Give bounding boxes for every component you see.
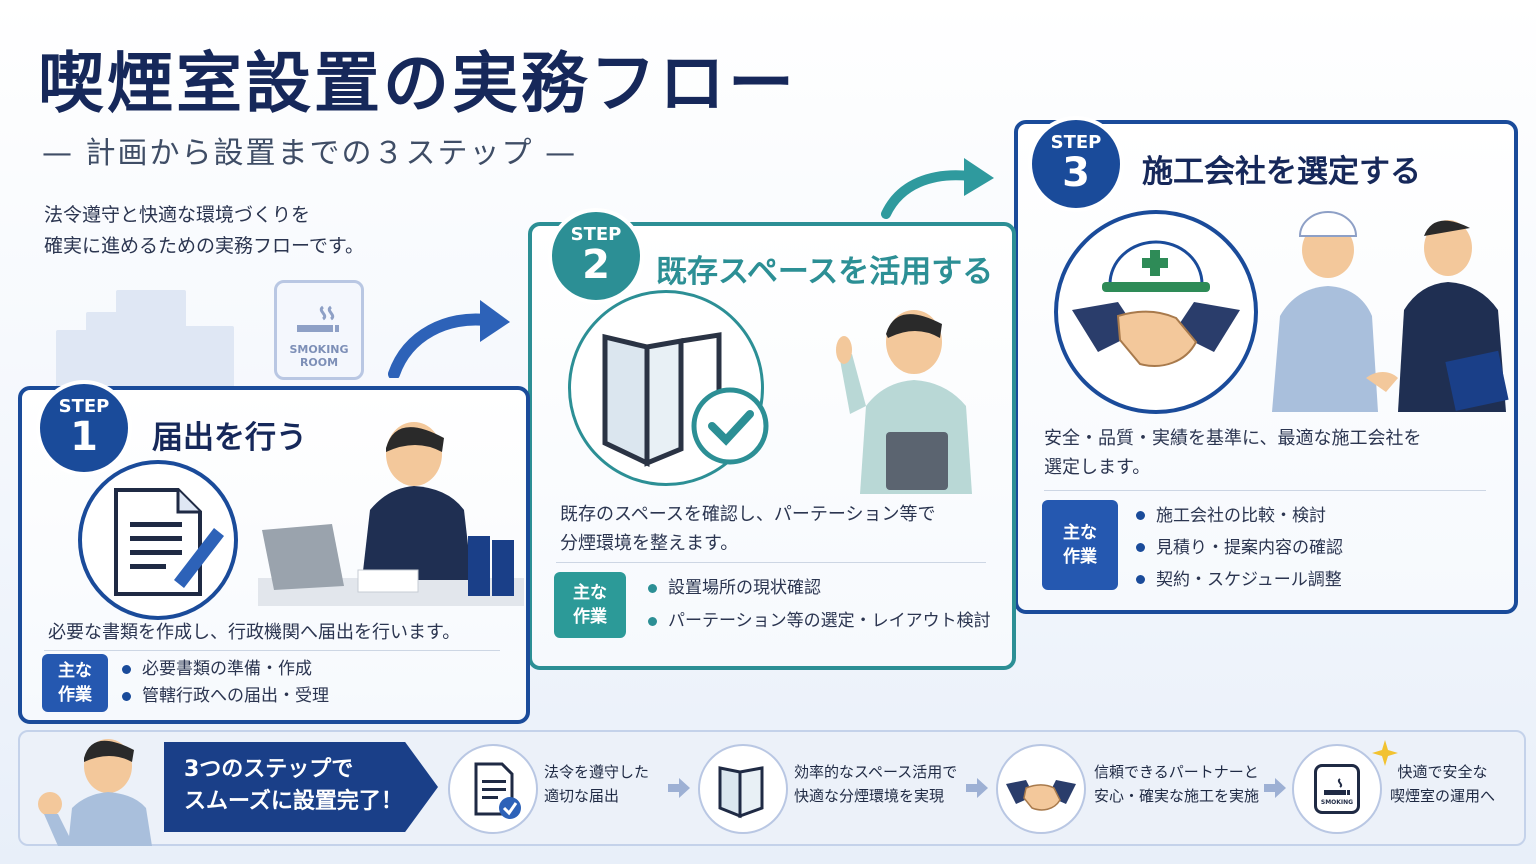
step-label: STEP [570, 224, 622, 245]
building-illustration [86, 312, 120, 390]
description-line: 必要な書類を作成し、行政機関へ届出を行います。 [48, 622, 461, 643]
step-description: 既存のスペースを確認し、パーテーション等で 分煙環境を整えます。 [560, 500, 935, 558]
partition-icon [698, 744, 788, 834]
step-number: 3 [1062, 150, 1090, 196]
tag-line: 作業 [58, 685, 92, 705]
page-subtitle: — 計画から設置までの３ステップ — [42, 136, 578, 171]
cigarette-icon [297, 305, 339, 332]
smoking-room-sign: SMOKING ROOM [274, 280, 364, 380]
step-number: 1 [70, 414, 98, 460]
divider [44, 650, 500, 651]
main-tasks-tag: 主な作業 [1042, 500, 1118, 590]
tag-line: 主な [1063, 523, 1097, 543]
worker-handshake-illustration [1272, 211, 1509, 412]
step-badge-1: STEP 1 [36, 380, 132, 476]
summary-text: 快適で安全な 喫煙室の運用へ [1390, 760, 1495, 808]
task-list: 施工会社の比較・検討 見積り・提案内容の確認 契約・スケジュール調整 [1134, 500, 1343, 596]
step-number: 2 [582, 242, 610, 288]
sparkle-icon [1372, 740, 1398, 766]
helmet-handshake-icon [1072, 240, 1240, 367]
document-pen-icon [114, 488, 224, 596]
summary-line: 法令を遵守した [544, 763, 650, 781]
step-label: STEP [1050, 132, 1102, 153]
task-list: 設置場所の現状確認 パーテーション等の選定・レイアウト検討 [646, 572, 991, 638]
document-illustration [78, 460, 238, 620]
step-title: 届出を行う [152, 420, 307, 456]
smoking-room-icon: SMOKING [1292, 744, 1382, 834]
partition-icon [602, 332, 722, 467]
divider [556, 562, 986, 563]
intro-text: 法令遵守と快適な環境づくりを 確実に進めるための実務フローです。 [44, 200, 444, 262]
summary-line: 安心・確実な施工を実施 [1094, 787, 1260, 805]
office-worker-illustration [258, 422, 524, 606]
task-list: 必要書類の準備・作成 管轄行政への届出・受理 [120, 656, 329, 710]
banner-line: スムーズに設置完了！ [184, 789, 403, 814]
icon-label: SMOKING [1320, 799, 1354, 806]
task-item: 管轄行政への届出・受理 [120, 683, 329, 710]
handshake-helmet-illustration [1054, 210, 1258, 414]
banner-line: 3つのステップで [184, 757, 354, 782]
description-line: 選定します。 [1044, 457, 1151, 478]
main-tasks-tag: 主な作業 [554, 572, 626, 638]
step-arrow-1-2 [388, 300, 510, 378]
cheering-worker-illustration [38, 739, 152, 846]
tag-line: 主な [58, 661, 92, 681]
page-title: 喫煙室設置の実務フロー [38, 45, 797, 122]
intro-line: 法令遵守と快適な環境づくりを [44, 204, 311, 226]
tag-line: 作業 [1063, 547, 1097, 567]
document-check-icon [448, 744, 538, 834]
summary-text: 効率的なスペース活用で 快適な分煙環境を実現 [794, 760, 957, 808]
step-title: 既存スペースを活用する [656, 254, 994, 290]
tag-line: 作業 [573, 607, 607, 627]
sign-label: ROOM [299, 356, 339, 369]
task-item: 設置場所の現状確認 [646, 572, 991, 605]
summary-line: 快適で安全な [1397, 763, 1488, 781]
cigarette-icon [1324, 778, 1350, 795]
staff-illustration [836, 310, 972, 494]
main-tasks-tag: 主な作業 [42, 654, 108, 712]
building-illustration [116, 290, 186, 390]
summary-line: 信頼できるパートナーと [1094, 763, 1259, 781]
summary-text: 法令を遵守した 適切な届出 [544, 760, 649, 808]
task-item: 契約・スケジュール調整 [1134, 564, 1343, 596]
summary-line: 効率的なスペース活用で [794, 763, 958, 781]
task-item: 見積り・提案内容の確認 [1134, 532, 1343, 564]
step-title: 施工会社を選定する [1142, 154, 1421, 190]
task-item: 施工会社の比較・検討 [1134, 500, 1343, 532]
step-arrow-2-3 [881, 158, 994, 219]
divider [1044, 490, 1486, 491]
description-line: 安全・品質・実績を基準に、最適な施工会社を [1044, 428, 1422, 449]
step-badge-2: STEP 2 [548, 208, 644, 304]
description-line: 分煙環境を整えます。 [560, 533, 739, 554]
intro-line: 確実に進めるための実務フローです。 [44, 235, 364, 257]
description-line: 既存のスペースを確認し、パーテーション等で [560, 504, 936, 525]
step-description: 安全・品質・実績を基準に、最適な施工会社を 選定します。 [1044, 424, 1421, 482]
task-item: パーテーション等の選定・レイアウト検討 [646, 605, 991, 638]
sign-label: SMOKING [289, 343, 349, 356]
checkmark-icon [691, 387, 769, 465]
tag-line: 主な [573, 583, 607, 603]
step-label: STEP [58, 396, 110, 417]
summary-line: 喫煙室の運用へ [1390, 787, 1496, 805]
summary-line: 適切な届出 [544, 787, 620, 805]
step-description: 必要な書類を作成し、行政機関へ届出を行います。 [48, 618, 460, 647]
summary-line: 快適な分煙環境を実現 [794, 787, 945, 805]
task-item: 必要書類の準備・作成 [120, 656, 329, 683]
summary-banner: 3つのステップで スムーズに設置完了！ [164, 742, 438, 832]
step-badge-3: STEP 3 [1028, 116, 1124, 212]
summary-text: 信頼できるパートナーと 安心・確実な施工を実施 [1094, 760, 1259, 808]
building-illustration [184, 326, 234, 390]
handshake-icon [996, 744, 1086, 834]
